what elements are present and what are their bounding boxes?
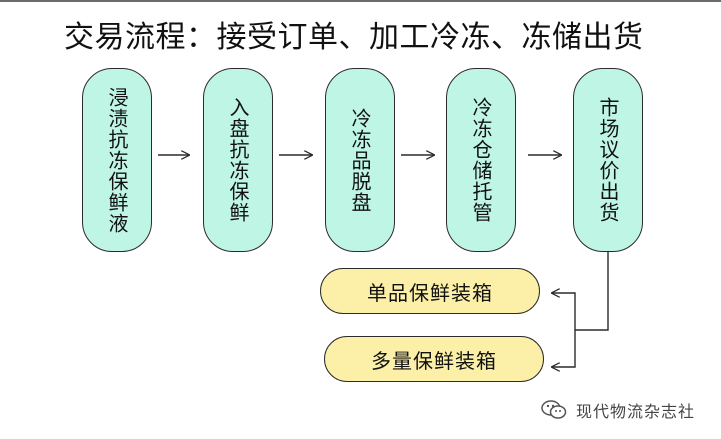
top-border <box>0 0 721 2</box>
branch-arrow-single <box>552 293 576 330</box>
step-label: 浸渍抗冻保鲜液 <box>105 86 129 234</box>
step-node-5: 市场议价出货 <box>573 68 643 252</box>
watermark: 现代物流杂志社 <box>540 398 695 422</box>
step-node-3: 冷冻品脱盘 <box>325 68 395 252</box>
step-label: 入盘抗冻保鲜 <box>226 97 250 223</box>
pack-node-single: 单品保鲜装箱 <box>320 268 540 314</box>
pack-label: 单品保鲜装箱 <box>367 280 493 305</box>
step-node-2: 入盘抗冻保鲜 <box>203 68 273 252</box>
step-node-4: 冷冻仓储托管 <box>446 68 516 252</box>
diagram-title: 交易流程：接受订单、加工冷冻、冻储出货 <box>64 20 644 55</box>
step-label: 冷冻仓储托管 <box>469 97 493 223</box>
wechat-icon <box>541 400 567 419</box>
watermark-text: 现代物流杂志社 <box>576 402 696 421</box>
step-label: 市场议价出货 <box>596 97 620 223</box>
pack-label: 多量保鲜装箱 <box>371 348 497 373</box>
pack-node-bulk: 多量保鲜装箱 <box>324 336 544 382</box>
step-label: 冷冻品脱盘 <box>348 107 372 213</box>
branch-arrow-bulk <box>552 330 576 367</box>
branch-connector <box>575 252 609 331</box>
step-node-1: 浸渍抗冻保鲜液 <box>82 68 152 252</box>
